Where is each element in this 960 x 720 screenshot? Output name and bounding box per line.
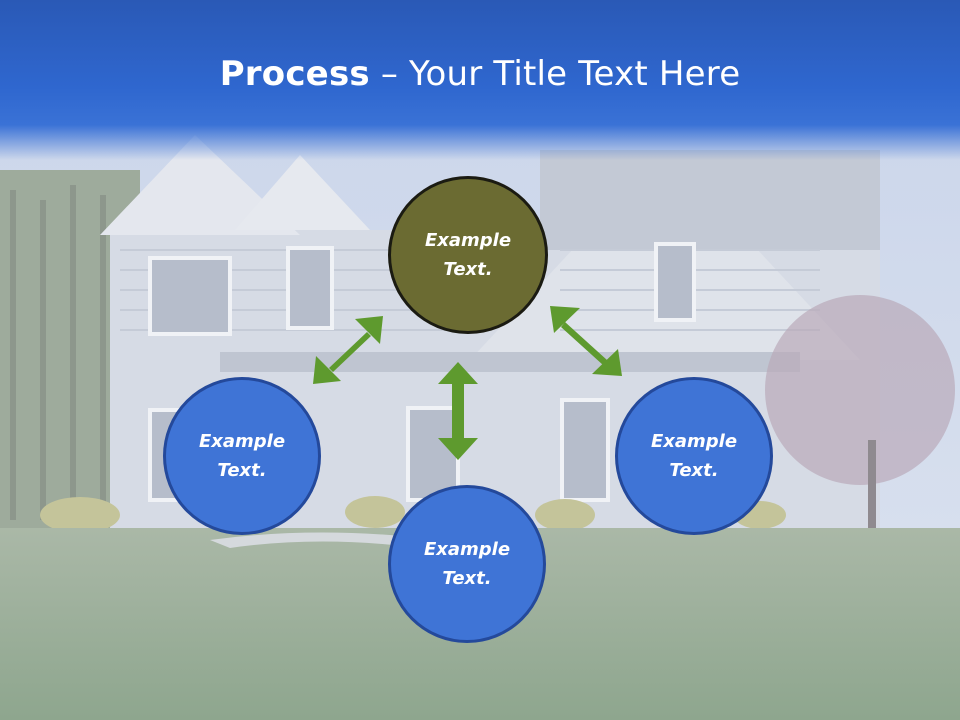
process-node-right: Example Text.	[615, 377, 773, 535]
title-bold-part: Process	[219, 54, 370, 94]
arrow-left-to-top	[313, 316, 383, 384]
process-node-left: Example Text.	[163, 377, 321, 535]
process-node-top-label: Example Text.	[424, 230, 512, 280]
arrow-vertical	[438, 362, 478, 460]
title-regular-part: – Your Title Text Here	[369, 54, 741, 94]
process-node-right-label: Example Text.	[650, 431, 738, 481]
arrow-top-to-right	[550, 306, 622, 376]
slide-title: Process – Your Title Text Here	[0, 52, 960, 96]
process-node-top: Example Text.	[388, 176, 548, 334]
process-node-bottom: Example Text.	[388, 485, 546, 643]
process-node-left-label: Example Text.	[198, 431, 286, 481]
title-band	[0, 0, 960, 160]
process-node-bottom-label: Example Text.	[423, 539, 511, 589]
